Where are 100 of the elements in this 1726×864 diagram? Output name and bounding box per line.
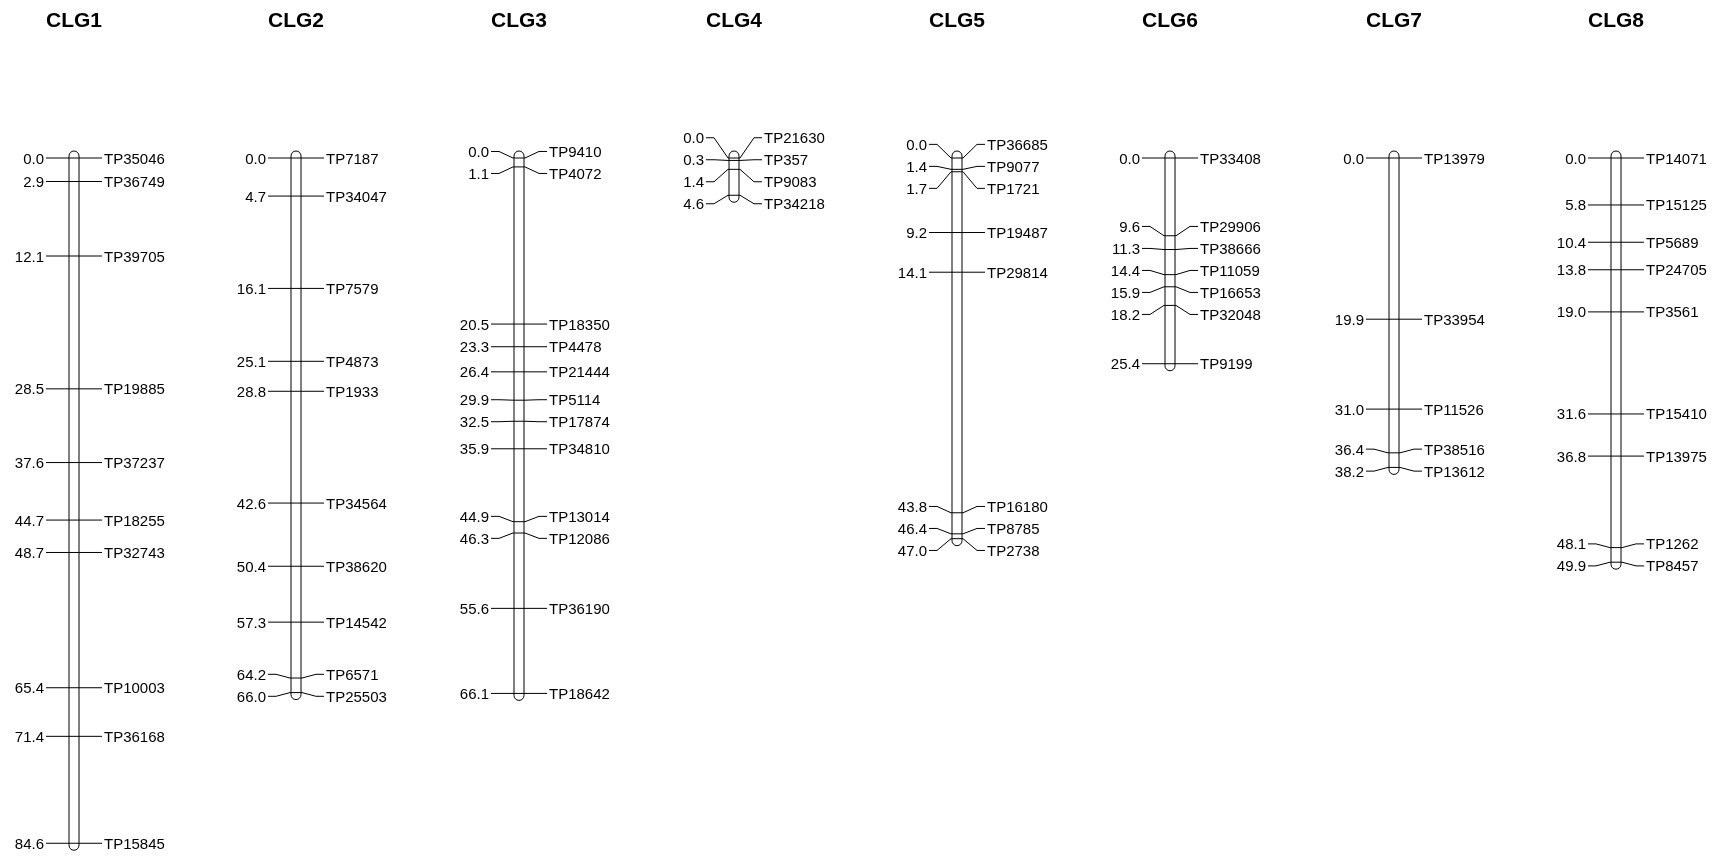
marker-name: TP8785 xyxy=(987,519,1040,537)
marker-position: 16.1 xyxy=(236,279,266,297)
marker-position: 42.6 xyxy=(236,494,266,512)
marker-position: 25.4 xyxy=(1110,355,1140,373)
marker-position: 19.9 xyxy=(1334,310,1364,328)
marker-name: TP38620 xyxy=(326,557,387,575)
marker-position: 0.0 xyxy=(23,149,44,167)
marker-position: 38.2 xyxy=(1334,462,1364,480)
marker-name: TP9083 xyxy=(764,173,817,191)
marker-name: TP16180 xyxy=(987,497,1048,515)
marker-name: TP13975 xyxy=(1646,447,1707,465)
marker-name: TP9077 xyxy=(987,157,1040,175)
marker-position: 14.1 xyxy=(897,263,927,281)
marker-name: TP36685 xyxy=(987,135,1048,153)
marker-name: TP10003 xyxy=(104,679,165,697)
marker-name: TP19487 xyxy=(987,224,1048,241)
marker-name: TP19885 xyxy=(104,380,165,398)
marker-position: 57.3 xyxy=(236,613,266,631)
marker-position: 28.5 xyxy=(14,380,44,398)
marker-position: 0.0 xyxy=(683,129,704,147)
group-title: CLG7 xyxy=(1365,8,1423,32)
marker-position: 12.1 xyxy=(14,247,44,265)
marker-name: TP35046 xyxy=(104,149,165,167)
marker-position: 1.1 xyxy=(468,164,489,182)
marker-position: 46.4 xyxy=(897,519,927,537)
marker-position: 35.9 xyxy=(459,440,489,458)
marker-name: TP4873 xyxy=(326,352,379,370)
marker-position: 15.9 xyxy=(1110,283,1140,301)
marker-name: TP13014 xyxy=(549,507,610,525)
marker-position: 18.2 xyxy=(1110,305,1140,323)
marker-position: 50.4 xyxy=(236,557,266,575)
marker-position: 31.6 xyxy=(1556,405,1586,423)
marker-position: 5.8 xyxy=(1565,196,1586,214)
marker-name: TP34047 xyxy=(326,187,387,205)
marker-position: 29.9 xyxy=(459,391,489,409)
marker-name: TP38516 xyxy=(1424,440,1485,458)
marker-name: TP18642 xyxy=(549,684,610,702)
marker-name: TP5689 xyxy=(1646,233,1699,251)
marker-position: 66.0 xyxy=(236,687,266,705)
marker-name: TP13612 xyxy=(1424,462,1485,480)
marker-position: 0.0 xyxy=(1565,149,1586,167)
marker-position: 55.6 xyxy=(459,599,489,617)
marker-position: 84.6 xyxy=(14,834,44,852)
marker-name: TP17874 xyxy=(549,413,610,431)
marker-name: TP6571 xyxy=(326,665,379,683)
marker-name: TP15845 xyxy=(104,834,165,852)
marker-position: 1.7 xyxy=(906,179,927,197)
marker-name: TP12086 xyxy=(549,529,610,547)
marker-position: 9.2 xyxy=(906,224,927,241)
marker-name: TP1721 xyxy=(987,179,1040,197)
group-title: CLG4 xyxy=(705,8,763,32)
marker-name: TP34218 xyxy=(764,195,825,213)
marker-position: 10.4 xyxy=(1556,233,1586,251)
marker-position: 4.6 xyxy=(683,195,704,213)
marker-name: TP24705 xyxy=(1646,261,1707,279)
marker-position: 49.9 xyxy=(1556,557,1586,575)
group-title: CLG3 xyxy=(490,8,548,32)
marker-name: TP9410 xyxy=(549,142,602,160)
marker-name: TP1933 xyxy=(326,382,379,400)
marker-position: 2.9 xyxy=(23,173,44,190)
marker-name: TP25503 xyxy=(326,687,387,705)
marker-name: TP1262 xyxy=(1646,535,1699,553)
marker-position: 1.4 xyxy=(683,173,704,191)
group-title: CLG2 xyxy=(267,8,325,32)
marker-position: 71.4 xyxy=(14,727,44,745)
marker-position: 31.0 xyxy=(1334,400,1364,418)
marker-name: TP29814 xyxy=(987,263,1048,281)
marker-name: TP8457 xyxy=(1646,557,1699,575)
marker-name: TP32048 xyxy=(1200,305,1261,323)
marker-name: TP15125 xyxy=(1646,196,1707,214)
marker-position: 64.2 xyxy=(236,665,266,683)
marker-position: 36.8 xyxy=(1556,447,1586,465)
marker-name: TP21444 xyxy=(549,363,610,381)
marker-position: 23.3 xyxy=(459,338,489,356)
marker-name: TP3561 xyxy=(1646,303,1699,321)
marker-position: 37.6 xyxy=(14,454,44,472)
marker-position: 1.4 xyxy=(906,157,927,175)
group-title: CLG8 xyxy=(1587,8,1645,32)
marker-position: 19.0 xyxy=(1556,303,1586,321)
marker-name: TP11059 xyxy=(1200,261,1260,279)
marker-position: 28.8 xyxy=(236,382,266,400)
marker-position: 43.8 xyxy=(897,497,927,515)
marker-position: 4.7 xyxy=(245,187,266,205)
marker-name: TP15410 xyxy=(1646,405,1707,423)
marker-position: 48.7 xyxy=(14,543,44,561)
marker-position: 0.0 xyxy=(1343,149,1364,167)
marker-position: 0.0 xyxy=(906,135,927,153)
marker-position: 11.3 xyxy=(1111,239,1140,257)
marker-name: TP36168 xyxy=(104,727,165,745)
marker-name: TP38666 xyxy=(1200,239,1261,257)
marker-position: 0.0 xyxy=(468,142,489,160)
marker-name: TP2738 xyxy=(987,541,1040,559)
marker-position: 32.5 xyxy=(459,413,489,431)
marker-position: 46.3 xyxy=(459,529,489,547)
marker-name: TP4072 xyxy=(549,164,602,182)
marker-position: 20.5 xyxy=(459,315,489,333)
marker-position: 26.4 xyxy=(459,363,489,381)
marker-name: TP29906 xyxy=(1200,217,1261,235)
marker-name: TP16653 xyxy=(1200,283,1261,301)
marker-name: TP33408 xyxy=(1200,149,1261,167)
